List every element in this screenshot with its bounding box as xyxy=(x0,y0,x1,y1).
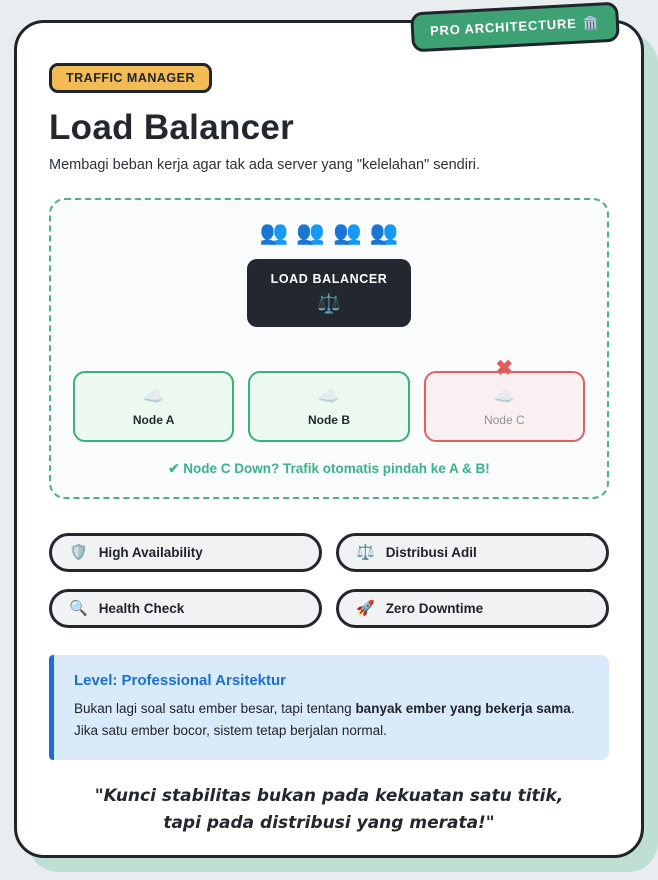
traffic-manager-badge: TRAFFIC MANAGER xyxy=(49,63,213,93)
cloud-icon: ☁️ xyxy=(493,387,515,406)
main-card: PRO ARCHITECTURE🏛️ TRAFFIC MANAGER Load … xyxy=(14,1,644,858)
feature-label: Distribusi Adil xyxy=(385,545,477,560)
node-label: Node A xyxy=(132,413,175,427)
user-group-icon: 👥 xyxy=(296,219,325,245)
page-subtitle: Membagi beban kerja agar tak ada server … xyxy=(49,157,481,173)
level-body-suffix: . Jika satu ember bocor, sistem tetap be… xyxy=(74,701,575,738)
feature-pills: 🛡️ High Availability ⚖️ Distribusi Adil … xyxy=(49,533,609,628)
magnifier-icon: 🔍 xyxy=(69,600,88,617)
feature-pill-health-check: 🔍 Health Check xyxy=(49,589,322,628)
level-title: Level: Professional Arsitektur xyxy=(74,672,287,689)
load-balancer-diagram: 👥 👥 👥 👥 LOAD BALANCER ⚖️ ☁️ Node A ☁️ Node … xyxy=(49,198,609,499)
node-card-a: ☁️ Node A xyxy=(73,371,235,442)
feature-label: High Availability xyxy=(98,545,203,560)
node-label: Node B xyxy=(307,413,350,427)
load-balancer-box: LOAD BALANCER ⚖️ xyxy=(246,259,412,327)
feature-label: Health Check xyxy=(98,601,185,616)
card-content: TRAFFIC MANAGER Load Balancer Membagi be… xyxy=(17,23,641,855)
user-group-icon: 👥 xyxy=(259,219,289,245)
feature-pill-high-availability: 🛡️ High Availability xyxy=(49,533,322,572)
level-body: Bukan lagi soal satu ember besar, tapi t… xyxy=(74,698,589,741)
feature-pill-zero-downtime: 🚀 Zero Downtime xyxy=(336,589,609,628)
users-row: 👥 👥 👥 👥 xyxy=(73,221,585,244)
node-card-c: ✖ ☁️ Node C xyxy=(423,358,585,442)
quote-line-1: "Kunci stabilitas bukan pada kekuatan sa… xyxy=(94,786,564,807)
balance-scale-icon: ⚖️ xyxy=(356,544,375,561)
shield-icon: 🛡️ xyxy=(69,544,88,561)
node-down-cross-icon: ✖ xyxy=(495,357,514,380)
cloud-icon: ☁️ xyxy=(318,387,340,406)
pro-architecture-label: PRO ARCHITECTURE xyxy=(430,15,578,39)
quote-text: "Kunci stabilitas bukan pada kekuatan sa… xyxy=(49,783,609,836)
server-nodes-row: ☁️ Node A ☁️ Node B ✖ ☁️ Node C xyxy=(73,358,585,442)
feature-label: Zero Downtime xyxy=(385,601,484,616)
cloud-icon: ☁️ xyxy=(143,387,165,406)
failover-status-note: ✔ Node C Down? Trafik otomatis pindah ke… xyxy=(168,461,490,476)
level-body-prefix: Bukan lagi soal satu ember besar, tapi t… xyxy=(74,701,356,716)
classical-building-icon: 🏛️ xyxy=(582,14,601,31)
load-balancer-label: LOAD BALANCER xyxy=(270,272,388,286)
rocket-icon: 🚀 xyxy=(356,600,375,617)
level-info-box: Level: Professional Arsitektur Bukan lag… xyxy=(49,655,609,761)
node-label: Node C xyxy=(483,413,525,427)
balance-scale-icon: ⚖️ xyxy=(317,294,341,315)
node-card-b: ☁️ Node B xyxy=(248,371,410,442)
user-group-icon: 👥 xyxy=(369,219,399,245)
level-body-bold: banyak ember yang bekerja sama xyxy=(355,701,571,716)
user-group-icon: 👥 xyxy=(333,219,362,245)
feature-pill-distribusi-adil: ⚖️ Distribusi Adil xyxy=(336,533,609,572)
quote-line-2: tapi pada distribusi yang merata!" xyxy=(163,812,495,833)
page-title: Load Balancer xyxy=(49,108,295,147)
